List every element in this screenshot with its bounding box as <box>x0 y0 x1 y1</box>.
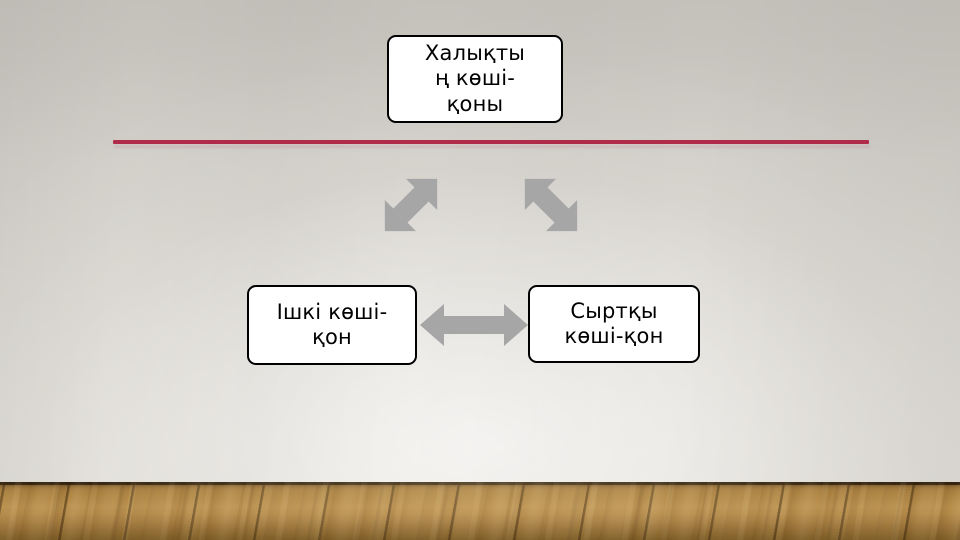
red-horizontal-rule <box>113 140 869 144</box>
divider-shadow <box>114 145 870 148</box>
double-arrow-icon-top-left-connector <box>356 150 466 260</box>
floor-wood-grain <box>0 482 960 540</box>
double-arrow-icon-top-right-connector <box>496 150 606 260</box>
concept-node-internal-migration[interactable]: Ішкі көші-қон <box>247 285 417 365</box>
concept-node-left-label: Ішкі көші-қон <box>276 299 388 349</box>
floor-plank-lines <box>0 482 960 540</box>
wooden-floor <box>0 482 960 540</box>
floor-shading <box>0 482 960 540</box>
double-arrow-icon-bottom-connector <box>418 300 530 350</box>
